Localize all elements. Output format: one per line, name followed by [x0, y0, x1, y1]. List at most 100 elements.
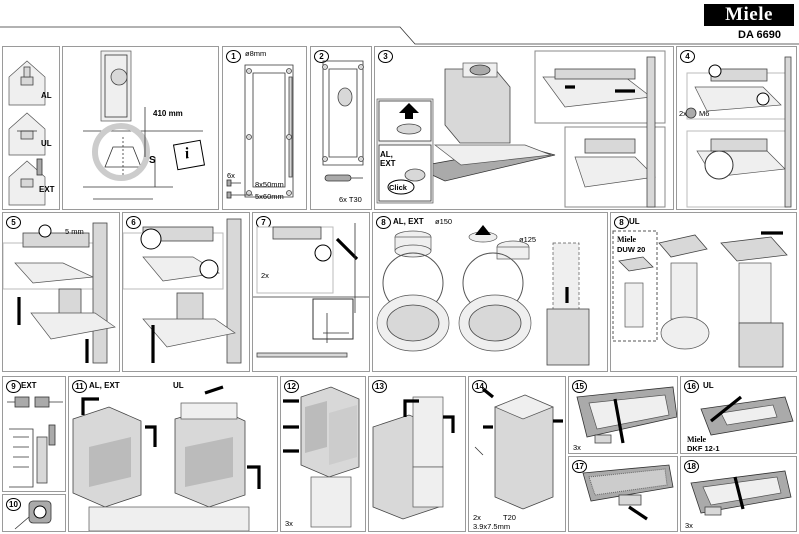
- installation-types-art: [8, 60, 46, 206]
- step-number: 13: [372, 380, 387, 393]
- screw-size: 3.9x7.5mm: [473, 522, 511, 531]
- qty-6x: 6x: [227, 171, 235, 180]
- panel-dimensions: 410 mm S i: [62, 46, 219, 210]
- electrical-plug-icon: [14, 500, 52, 530]
- panel-step-9: 9 EXT: [2, 376, 66, 492]
- step-number: 2: [314, 50, 329, 63]
- step-number: 1: [226, 50, 241, 63]
- step-number: 18: [684, 460, 699, 473]
- step-number: 8: [614, 216, 629, 229]
- nut-m6: M6: [699, 109, 710, 118]
- chimney-house-icon: [8, 158, 46, 206]
- screw-5x60: 5x60mm: [255, 192, 284, 201]
- panel-step-8-ul: 8 UL Miele DUW 20: [610, 212, 797, 372]
- drill-diameter: ø8mm: [245, 49, 267, 58]
- kit-duw20: DUW 20: [617, 245, 646, 254]
- step-number: 6: [126, 216, 141, 229]
- step-9-title: EXT: [21, 381, 37, 390]
- step-11-title: AL, EXT: [89, 381, 120, 390]
- label-ext: EXT: [39, 185, 55, 194]
- panel-step-17: 17: [568, 456, 678, 532]
- step-number: 8: [376, 216, 391, 229]
- step-13-drawing: [372, 396, 455, 520]
- panel-step-7: 7 2x: [252, 212, 370, 372]
- panel-step-14: 14 2x T20 3.9x7.5mm: [468, 376, 566, 532]
- info-sheet-icon: i: [172, 139, 206, 171]
- filter-brand: Miele: [687, 435, 707, 444]
- dim-s: S: [149, 155, 156, 166]
- screwdriver-icon: [324, 174, 363, 182]
- label-al-ext-2: EXT: [380, 159, 396, 168]
- step-number: 3: [378, 50, 393, 63]
- step-number: 10: [6, 498, 21, 511]
- step-number: 11: [72, 380, 87, 393]
- panel-step-11: 11 AL, EXT UL: [68, 376, 278, 532]
- screw-qty: 2x: [473, 513, 481, 522]
- step-4-drawing: [685, 56, 792, 208]
- dimensions-drawing: [83, 50, 203, 200]
- torx-t20: T20: [503, 513, 516, 522]
- step-15-drawing: [576, 386, 677, 444]
- dim-410mm: 410 mm: [153, 109, 183, 118]
- panel-step-6: 6: [122, 212, 250, 372]
- label-al: AL: [41, 91, 52, 100]
- step-number: 7: [256, 216, 271, 229]
- label-ul: UL: [41, 139, 52, 148]
- step-17-drawing: [582, 464, 674, 521]
- step-16-title: UL: [703, 381, 714, 390]
- info-letter: i: [183, 145, 191, 163]
- distance-5mm: 5 mm: [65, 227, 84, 236]
- model-number: DA 6690: [738, 29, 782, 41]
- step-number: 15: [572, 380, 587, 393]
- ceiling-house-icon: [8, 112, 46, 156]
- step-number: 4: [680, 50, 695, 63]
- step-14-drawing: [474, 387, 563, 510]
- panel-step-16: 16 UL Miele DKF 12-1: [680, 376, 797, 454]
- header-rule: [0, 26, 799, 45]
- step-11-drawing: [72, 385, 261, 531]
- brand-logo: Miele: [704, 4, 794, 26]
- step-12-drawing: [283, 386, 360, 528]
- diameter-125: ø125: [519, 235, 537, 244]
- step-1-drawing: [226, 64, 294, 199]
- panel-step-13: 13: [368, 376, 466, 532]
- step-5-drawing: [3, 222, 116, 364]
- qty-3x: 3x: [685, 521, 693, 530]
- step-18-drawing: [690, 470, 792, 516]
- nut-qty: 2x: [679, 109, 687, 118]
- panel-step-5: 5 5 mm: [2, 212, 120, 372]
- panel-step-15: 15 3x: [568, 376, 678, 454]
- step-number: 5: [6, 216, 21, 229]
- step-3-drawing: [376, 50, 666, 208]
- step-number: 17: [572, 460, 587, 473]
- step-8-title: AL, EXT: [393, 217, 424, 226]
- wall-house-icon: [8, 60, 46, 106]
- step-8-ul-title: UL: [629, 217, 640, 226]
- qty-2x: 2x: [261, 271, 269, 280]
- step-16-drawing: [700, 395, 794, 436]
- step-8-al-ext-drawing: [376, 225, 590, 366]
- panel-step-10: 10: [2, 494, 66, 532]
- step-number: 16: [684, 380, 699, 393]
- diameter-150: ø150: [435, 217, 453, 226]
- panel-step-3: 3 AL, EXT Click: [374, 46, 674, 210]
- panel-step-1: 1 ø8mm 6x 8x50mm 5x60mm: [222, 46, 307, 210]
- torx-t30: 6x T30: [339, 195, 362, 204]
- step-number: 9: [6, 380, 21, 393]
- panel-step-12: 12 3x: [280, 376, 366, 532]
- panel-installation-types: AL UL EXT: [2, 46, 60, 210]
- qty-3x: 3x: [573, 443, 581, 452]
- panel-step-18: 18 3x: [680, 456, 797, 532]
- step-number: 12: [284, 380, 299, 393]
- label-al-ext-1: AL,: [380, 150, 393, 159]
- screw-8x50: 8x50mm: [255, 180, 284, 189]
- step-6-drawing: [123, 218, 242, 364]
- miele-kit-brand: Miele: [617, 235, 637, 244]
- step-9-drawing: [7, 396, 63, 488]
- filter-dkf12-1: DKF 12-1: [687, 444, 720, 453]
- step-11-ul: UL: [173, 381, 184, 390]
- step-7-drawing: [253, 223, 369, 358]
- panel-step-4: 4 2x M6: [676, 46, 797, 210]
- qty-3x: 3x: [285, 519, 293, 528]
- panel-step-8-al-ext: 8 AL, EXT ø150 ø125: [372, 212, 608, 372]
